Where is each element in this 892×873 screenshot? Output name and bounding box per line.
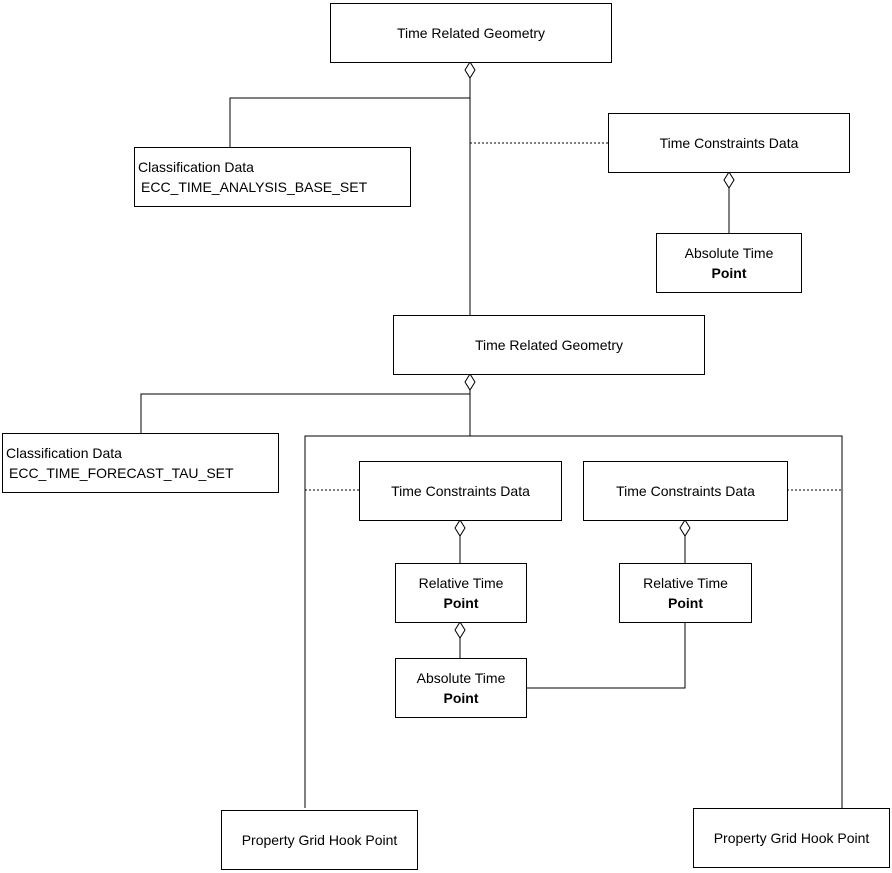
aggregation-diamond: [679, 519, 691, 537]
absolute-time-point-top: Absolute Time Point: [656, 233, 802, 293]
aggregation-diamond: [454, 519, 466, 537]
classification-data-analysis: Classification Data ECC_TIME_ANALYSIS_BA…: [134, 147, 411, 207]
time-constraints-data-left: Time Constraints Data: [359, 461, 562, 521]
box-label: Absolute Time: [684, 245, 774, 261]
box-label: Time Constraints Data: [659, 135, 799, 151]
box-label: Absolute Time: [416, 670, 506, 686]
box-label: Time Related Geometry: [474, 337, 624, 353]
box-code: ECC_TIME_ANALYSIS_BASE_SET: [141, 179, 368, 195]
property-grid-hook-point-right: Property Grid Hook Point: [693, 808, 890, 868]
absolute-time-point-bottom: Absolute Time Point: [395, 658, 527, 718]
connector-line: [526, 622, 686, 689]
time-related-geometry-middle: Time Related Geometry: [393, 315, 705, 375]
box-label: Time Related Geometry: [396, 25, 546, 41]
relative-time-point-left: Relative Time Point: [395, 563, 527, 623]
time-constraints-data-top: Time Constraints Data: [608, 113, 850, 173]
box-label: Classification Data: [138, 159, 254, 175]
box-label-bold: Point: [443, 690, 479, 706]
aggregation-diamond: [454, 621, 466, 639]
box-label: Relative Time: [418, 575, 504, 591]
aggregation-diamond: [464, 61, 476, 79]
aggregation-diamond: [464, 373, 476, 391]
box-code: ECC_TIME_FORECAST_TAU_SET: [9, 465, 234, 481]
connector-line: [140, 393, 470, 433]
aggregation-diamond: [723, 171, 735, 189]
box-label: Relative Time: [643, 575, 728, 591]
classification-data-forecast: Classification Data ECC_TIME_FORECAST_TA…: [2, 433, 279, 493]
box-label: Time Constraints Data: [391, 483, 530, 499]
box-label-bold: Point: [711, 265, 747, 281]
box-label: Property Grid Hook Point: [713, 830, 870, 846]
relative-time-point-right: Relative Time Point: [619, 563, 752, 623]
connector-line: [304, 435, 843, 808]
time-related-geometry-top: Time Related Geometry: [330, 3, 612, 63]
box-label: Time Constraints Data: [616, 483, 755, 499]
connector-line: [229, 97, 470, 147]
box-label-bold: Point: [668, 595, 703, 611]
box-label: Property Grid Hook Point: [241, 832, 398, 848]
property-grid-hook-point-left: Property Grid Hook Point: [221, 810, 418, 870]
box-label: Classification Data: [6, 445, 122, 461]
time-constraints-data-right: Time Constraints Data: [583, 461, 788, 521]
box-label-bold: Point: [443, 595, 479, 611]
